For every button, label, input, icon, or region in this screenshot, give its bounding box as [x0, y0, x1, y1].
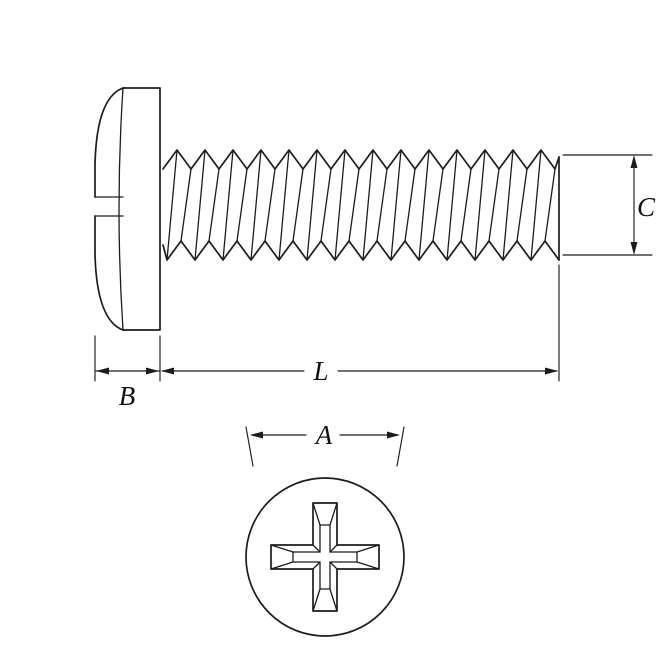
- dimension-l-arrow-right: [545, 367, 558, 375]
- dimension-b-label: B: [119, 381, 136, 411]
- thread-bottom-edge: [162, 240, 560, 261]
- dimension-thread-diameter: C: [562, 154, 656, 256]
- dimension-l-arrow-left: [161, 367, 174, 375]
- phillips-recess-outer-cross: [270, 502, 380, 612]
- screw-head-left-curve: [94, 87, 124, 331]
- dimension-c-extension-lines: [562, 154, 653, 256]
- dimension-head-diameter: A: [245, 420, 405, 467]
- dimension-l-extension-lines: [159, 264, 560, 382]
- screw-head-inner-edge: [118, 87, 124, 331]
- dimension-c-arrow-down: [630, 242, 638, 255]
- phillips-recess-taper-lines: [270, 502, 380, 612]
- dimension-a-arrow-right: [387, 431, 400, 439]
- dimension-c-label: C: [637, 192, 656, 222]
- dimension-a-extension-lines: [245, 426, 405, 467]
- thread-top-edge: [162, 149, 560, 170]
- dimension-l-label: L: [312, 356, 328, 386]
- phillips-recess-inner-cross: [292, 524, 358, 590]
- dimension-a-arrow-left: [250, 431, 263, 439]
- dimension-head-height: B: [94, 335, 160, 411]
- dimension-a-label: A: [314, 420, 333, 450]
- screw-head-top-view: [245, 477, 405, 637]
- dimension-b-arrow-right: [146, 367, 159, 375]
- dimension-overall-length: L: [159, 264, 560, 386]
- screw-head-slot-notch: [94, 196, 124, 217]
- dimension-c-arrow-up: [630, 155, 638, 168]
- screw-head-outline: [122, 87, 161, 331]
- head-outline-circle: [245, 477, 405, 637]
- dimension-b-arrow-left: [96, 367, 109, 375]
- thread-flank-lines: [166, 149, 556, 261]
- screw-side-view: [94, 87, 560, 331]
